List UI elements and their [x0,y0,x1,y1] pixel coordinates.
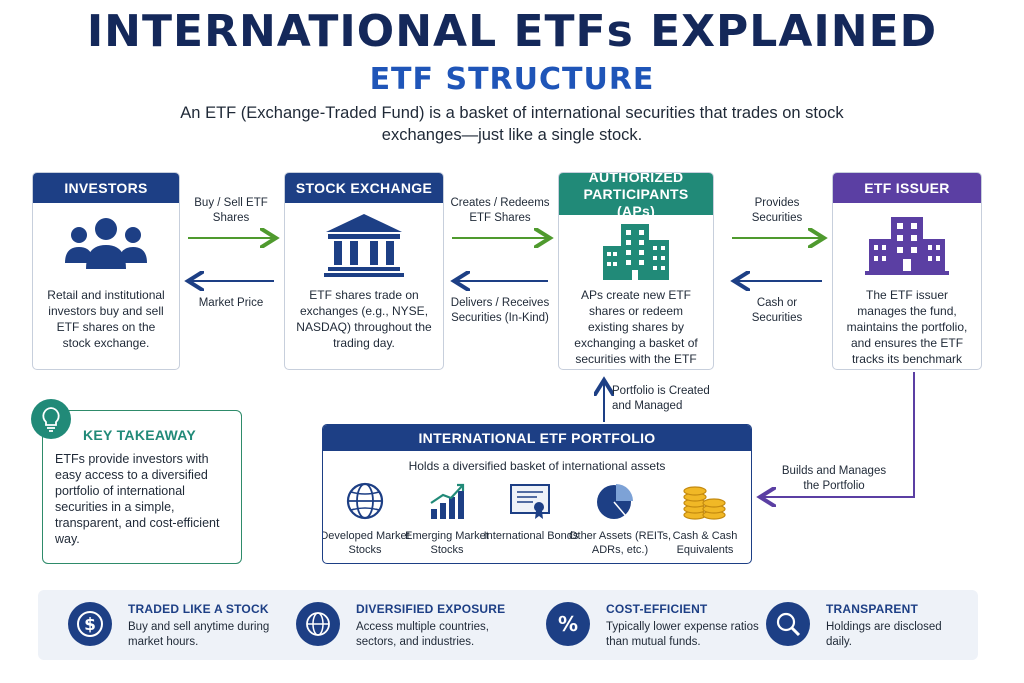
aps-card: AUTHORIZED PARTICIPANTS (APs) APs create… [558,172,714,370]
asset-label: International Bonds [483,530,579,542]
feature-title: DIVERSIFIED EXPOSURE [356,602,506,616]
globe-icon [296,602,340,646]
feature-title: TRANSPARENT [826,602,918,616]
percent-icon: % [546,602,590,646]
asset-label: Developed Market Stocks [322,530,410,556]
page-title: INTERNATIONAL ETFs EXPLAINED [86,6,938,57]
people-icon [33,203,179,287]
market-price-label: Market Price [198,297,264,309]
svg-text:$: $ [84,615,96,635]
exchange-card-body: ETF shares trade on exchanges (e.g., NYS… [296,288,432,350]
feature-desc: Buy and sell anytime during market hours… [128,621,270,648]
globe-icon [345,481,385,526]
bank-building-icon [285,203,443,287]
builds-manages-arrow [762,372,915,497]
issuer-card-title: ETF ISSUER [864,180,950,196]
delivers-receives-label: Delivers / Receives Securities (In-Kind) [450,297,550,324]
feature-title: TRADED LIKE A STOCK [128,602,269,616]
portfolio-created-label: Portfolio is Created and Managed [612,385,710,412]
builds-manages-label: Builds and Manages the Portfolio [781,465,887,492]
investors-card-header: INVESTORS [33,173,179,203]
investors-card-title: INVESTORS [64,180,148,196]
portfolio-header: INTERNATIONAL ETF PORTFOLIO [323,425,751,451]
feature-item: % COST-EFFICIENT Typically lower expense… [546,602,766,652]
feature-desc: Typically lower expense ratios than mutu… [606,621,759,648]
features-bar [38,590,978,660]
investors-card: INVESTORS Retail and institutional inves… [32,172,180,370]
key-takeaway-box: KEY TAKEAWAY ETFs provide investors with… [31,399,242,564]
issuer-card: ETF ISSUER The ETF issuer manages the fu… [832,172,982,370]
aps-card-title: AUTHORIZED PARTICIPANTS (APs) [583,172,689,219]
certificate-icon [509,483,551,526]
feature-item: TRANSPARENT Holdings are disclosed daily… [766,602,966,652]
lightbulb-icon [31,399,71,439]
key-takeaway-title: KEY TAKEAWAY [83,427,197,443]
feature-desc: Holdings are disclosed daily. [826,621,942,648]
feature-title: COST-EFFICIENT [606,602,708,616]
asset-label: Emerging Market Stocks [405,530,489,556]
coins-icon [681,483,727,528]
exchange-card-title: STOCK EXCHANGE [295,180,433,196]
provides-label: Provides Securities [751,197,803,224]
issuer-building-icon [833,203,981,287]
portfolio-title: INTERNATIONAL ETF PORTFOLIO [418,430,656,446]
svg-text:%: % [558,612,578,636]
issuer-card-header: ETF ISSUER [833,173,981,203]
buy-sell-label: Buy / Sell ETF Shares [194,197,268,224]
feature-item: DIVERSIFIED EXPOSURE Access multiple cou… [296,602,526,652]
office-building-icon [559,215,713,287]
growth-chart-icon [427,481,467,526]
portfolio-subtitle: Holds a diversified basket of internatio… [408,459,666,473]
issuer-card-body: The ETF issuer manages the fund, maintai… [846,288,968,369]
portfolio-box: INTERNATIONAL ETF PORTFOLIO Holds a dive… [322,424,752,564]
asset-label: Cash & Cash Equivalents [672,530,738,556]
aps-card-body: APs create new ETF shares or redeem exis… [574,288,698,369]
intro-text: An ETF (Exchange-Traded Fund) is a baske… [180,104,844,144]
pie-chart-icon [595,481,635,526]
creates-redeems-label: Creates / Redeems ETF Shares [450,197,550,224]
investors-card-body: Retail and institutional investors buy a… [47,288,165,350]
aps-card-header: AUTHORIZED PARTICIPANTS (APs) [559,173,713,219]
page-subtitle: ETF STRUCTURE [369,62,655,97]
exchange-card-header: STOCK EXCHANGE [285,173,443,203]
key-takeaway-body: ETFs provide investors with easy access … [55,452,220,546]
magnifier-icon [766,602,810,646]
exchange-card: STOCK EXCHANGE ETF shares trade on excha… [284,172,444,370]
feature-item: $ TRADED LIKE A STOCK Buy and sell anyti… [68,602,288,652]
feature-desc: Access multiple countries, sectors, and … [356,621,489,648]
dollar-icon: $ [68,602,112,646]
cash-or-label: Cash or Securities [751,297,803,324]
asset-label: Other Assets (REITs, ADRs, etc.) [568,530,672,556]
